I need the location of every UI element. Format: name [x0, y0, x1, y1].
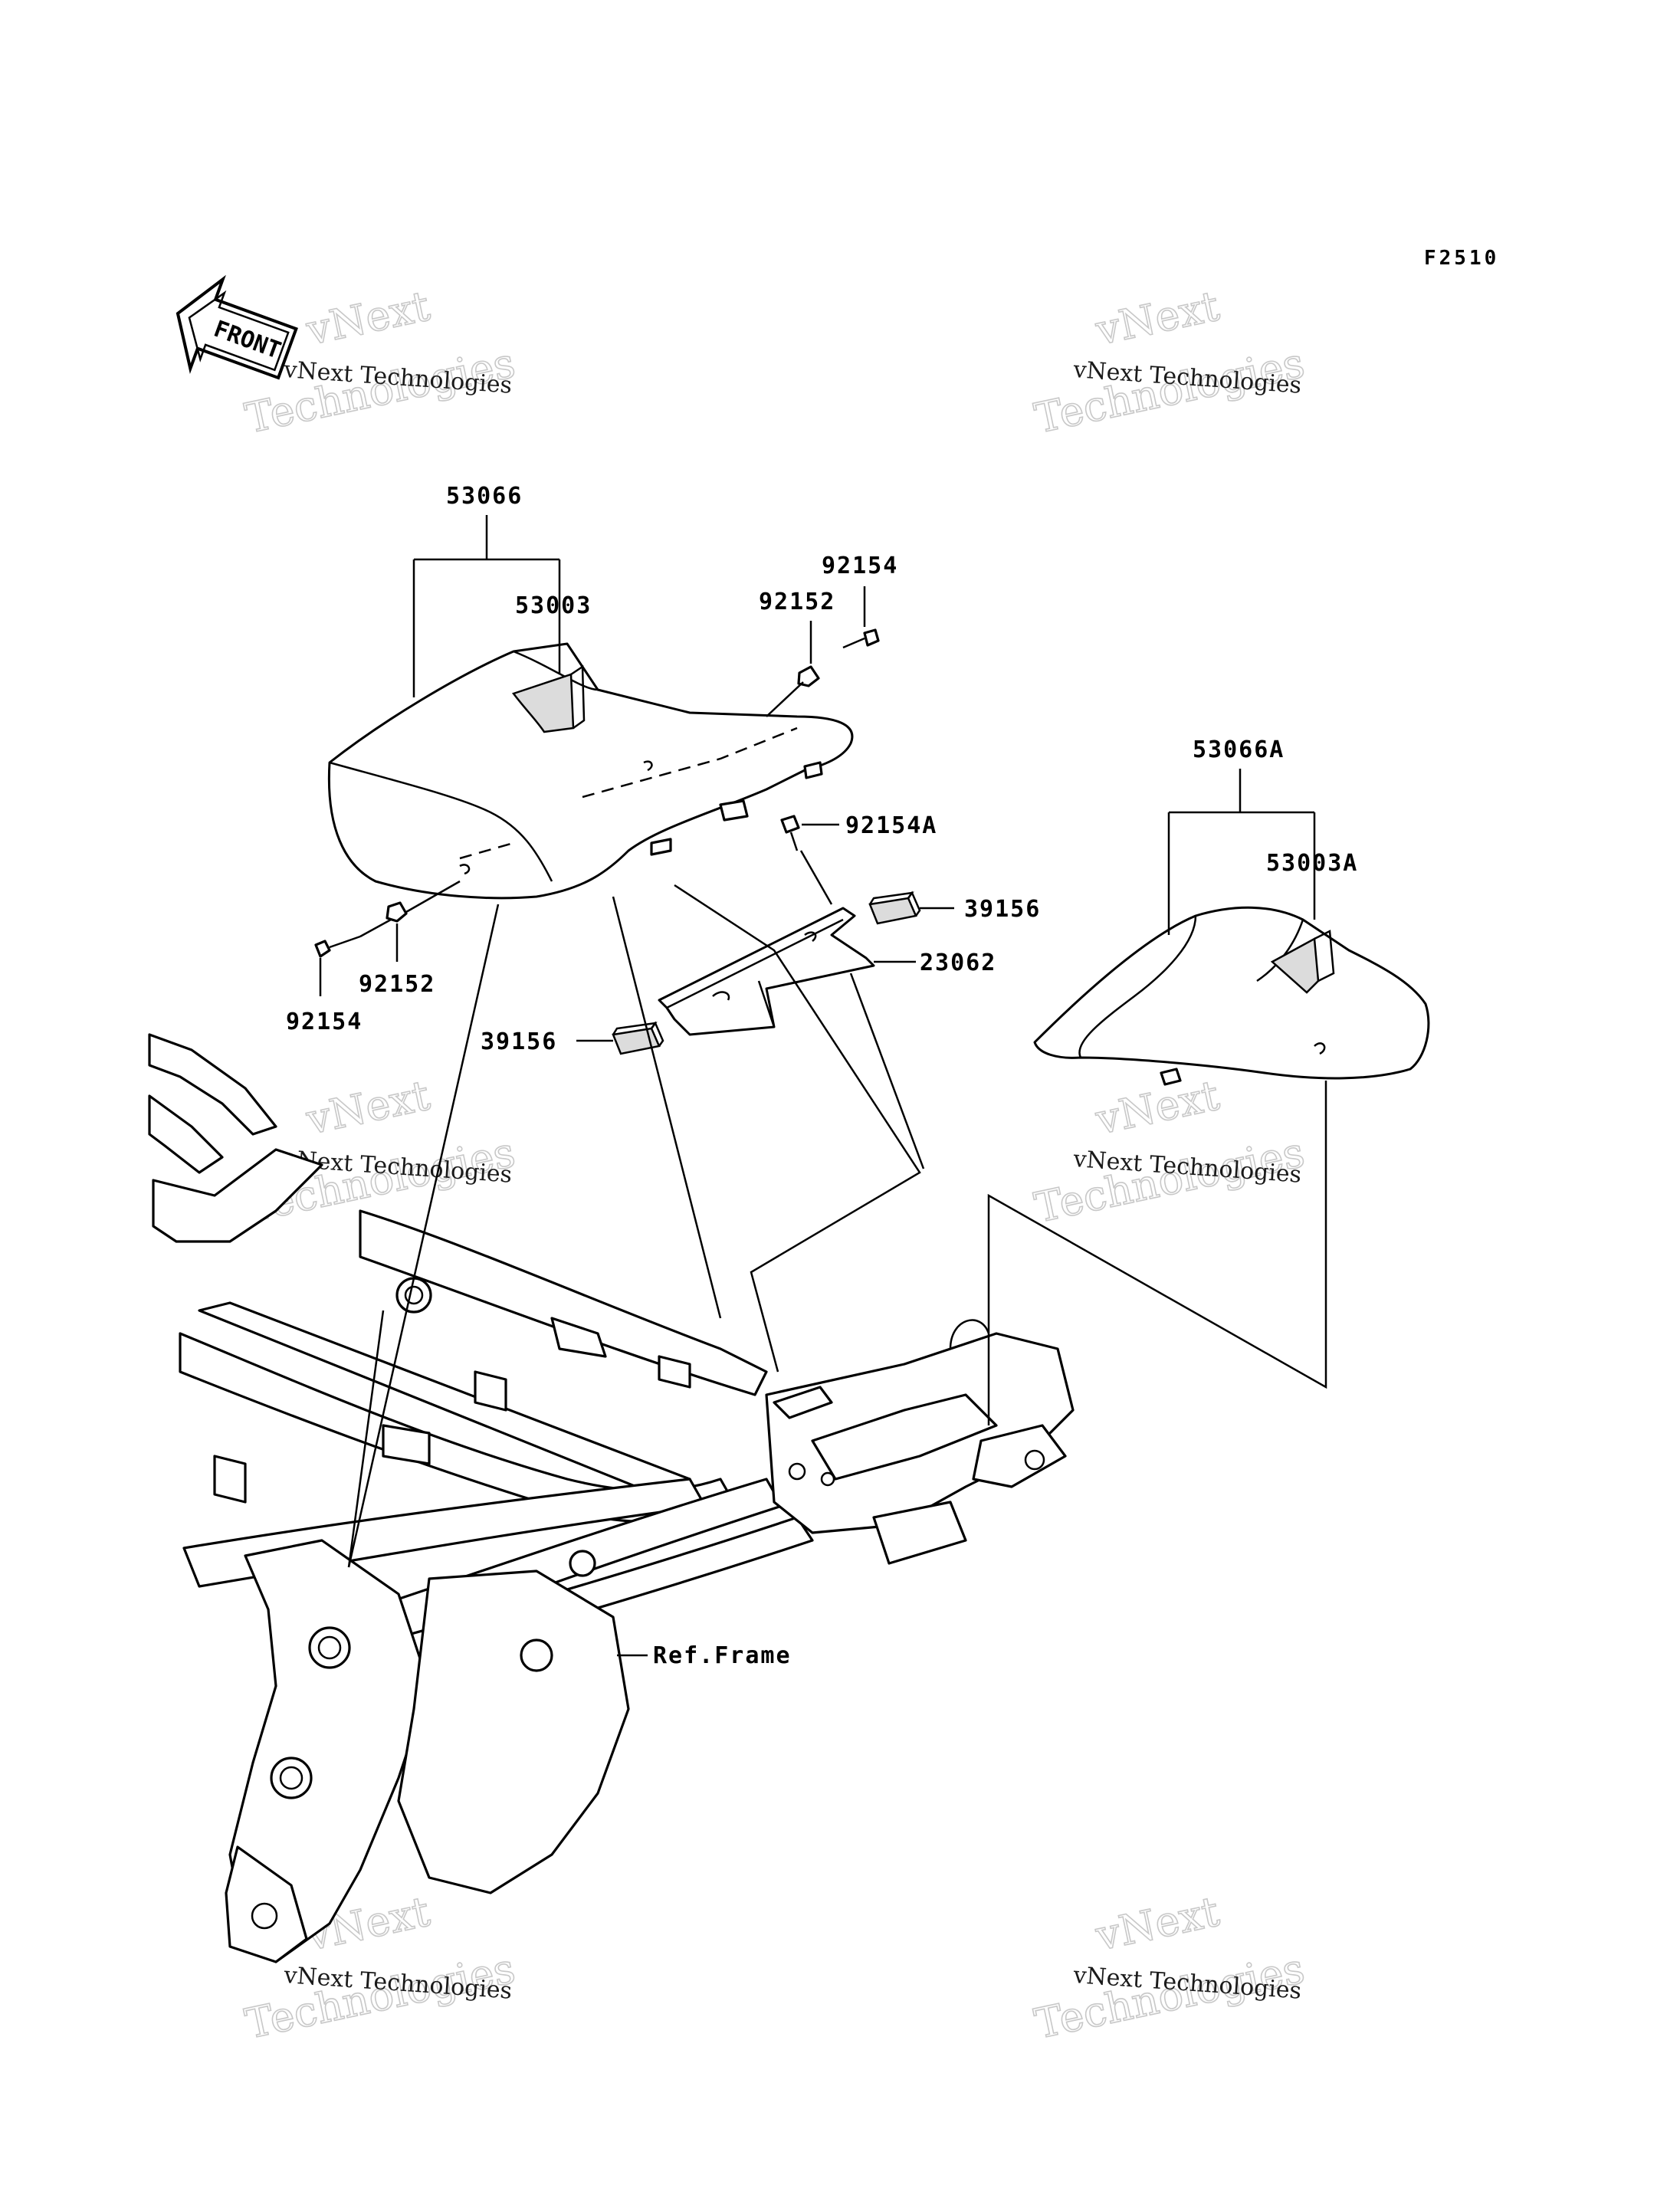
bolt-left [314, 935, 361, 958]
label-rear-seat-assy: 53066A [1193, 736, 1285, 763]
seat-bracket [658, 907, 875, 1036]
watermark-vnext: vNext [1091, 281, 1224, 355]
leader-seat-assy [412, 515, 561, 697]
label-bolt-top-right: 92154 [822, 553, 898, 579]
leader-collar-left [359, 918, 392, 938]
label-seat-assy: 53066 [446, 483, 523, 510]
guide-line-rear [987, 1081, 1327, 1425]
leader-collar-top-right [766, 681, 804, 717]
label-bolt-left: 92154 [286, 1009, 363, 1035]
guide-line-3 [612, 896, 722, 1319]
damper-right [868, 891, 921, 925]
label-frame-ref: Ref.Frame [653, 1642, 792, 1669]
label-bolt-center: 92154A [845, 812, 937, 839]
label-damper-left: 39156 [481, 1028, 557, 1055]
front-seat [327, 642, 854, 900]
bolt-top-right [842, 628, 880, 649]
watermark-vnext: vNext [302, 1071, 435, 1144]
collar-top-right [797, 665, 820, 687]
guide-line-4 [674, 884, 921, 1373]
damper-left [612, 1021, 664, 1055]
guide-line-1 [347, 904, 500, 1568]
watermark-vnext: vNext [1091, 1071, 1224, 1144]
leader-seat-left [405, 880, 461, 914]
label-collar-top-right: 92152 [759, 589, 835, 615]
watermark-mid-right: vNext Technologies vNext Technologies [1030, 1071, 1309, 1233]
guide-line-2 [347, 1310, 385, 1568]
guide-line-6 [849, 973, 925, 1169]
rear-seat [1033, 906, 1430, 1086]
leader-rear-seat-assy [1167, 769, 1316, 935]
front-arrow-icon: FRONT [176, 274, 298, 380]
label-collar-left: 92152 [359, 971, 435, 998]
watermark-top-right: vNext Technologies vNext Technologies [1030, 281, 1309, 444]
label-seat-cover: 53003 [515, 592, 592, 619]
collar-left [386, 901, 408, 923]
label-damper-right: 39156 [964, 896, 1041, 923]
watermark-vnext: vNext [302, 281, 435, 355]
label-rear-seat-cover: 53003A [1266, 850, 1358, 877]
watermark-vnext: vNext [1091, 1887, 1224, 1960]
guide-line-5 [799, 850, 833, 905]
watermark-bottom-right: vNext Technologies vNext Technologies [1030, 1887, 1309, 2049]
diagram-code: F2510 [1424, 247, 1499, 270]
bolt-center [780, 815, 800, 851]
frame-drawing [148, 1033, 1075, 1963]
label-bracket: 23062 [920, 950, 996, 976]
